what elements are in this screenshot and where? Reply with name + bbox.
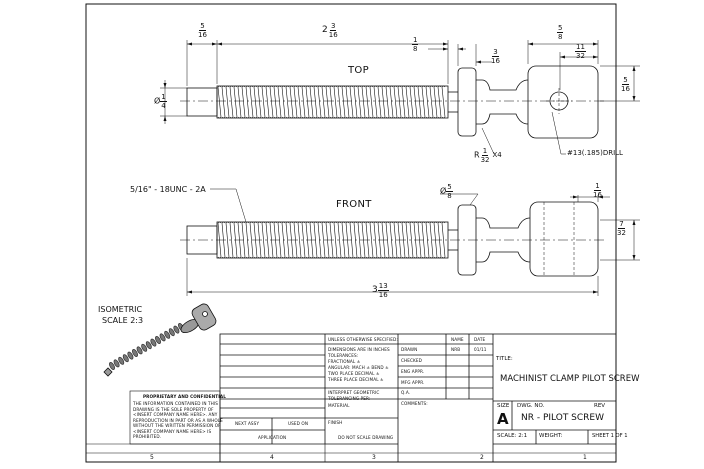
comments-label: COMMENTS: xyxy=(401,401,428,406)
drawn-date: 01/11 xyxy=(474,347,487,352)
three-place: THREE PLACE DECIMAL ± xyxy=(328,377,384,382)
thread-hatching-front xyxy=(217,221,446,259)
checked-label: CHECKED xyxy=(401,358,422,363)
weight-label: WEIGHT: xyxy=(539,433,563,439)
proprietary-line: REPRODUCTION IN PART OR AS A WHOLE xyxy=(133,417,223,423)
dwg-no-value: NR - PILOT SCREW xyxy=(521,413,605,423)
eng-label: ENG APPR. xyxy=(401,369,425,374)
sheet-label: SHEET 1 OF 1 xyxy=(592,433,628,439)
zone-number: 4 xyxy=(270,454,274,461)
drill-note: #13(.185)DRILL xyxy=(567,149,623,157)
front-view-label: FRONT xyxy=(336,199,372,210)
size-value: A xyxy=(497,410,509,428)
rev-label: REV xyxy=(594,403,606,409)
date-header: DATE xyxy=(474,337,486,342)
proprietary-line: DRAWING IS THE SOLE PROPERTY OF xyxy=(133,406,214,412)
mfg-label: MFG APPR. xyxy=(401,380,425,385)
proprietary-line: PROHIBITED. xyxy=(133,434,162,439)
two-place: TWO PLACE DECIMAL ± xyxy=(328,371,380,376)
isometric-scale-label: SCALE 2:3 xyxy=(102,316,144,325)
thread-hatching-top xyxy=(217,85,446,119)
zone-number: 3 xyxy=(372,454,376,461)
angular: ANGULAR: MACH ± BEND ± xyxy=(328,365,389,370)
isometric-view xyxy=(103,303,217,377)
proprietary-line: WITHOUT THE WRITTEN PERMISSION OF xyxy=(133,423,221,428)
next-assy: NEXT ASSY xyxy=(235,421,260,426)
drawn-label: DRAWN xyxy=(401,347,418,352)
proprietary-heading: PROPRIETARY AND CONFIDENTIAL xyxy=(143,394,227,399)
scale-label: SCALE: 2:1 xyxy=(497,433,528,439)
top-view-label: TOP xyxy=(348,65,369,76)
qa-label: Q.A. xyxy=(401,390,411,395)
dims-note: DIMENSIONS ARE IN INCHES xyxy=(328,347,390,352)
tolerances: TOLERANCES: xyxy=(328,353,359,358)
zone-number: 2 xyxy=(480,454,484,461)
title-label: TITLE: xyxy=(496,356,513,362)
thread-note: 5/16" - 18UNC - 2A xyxy=(130,185,206,194)
proprietary-line: <INSERT COMPANY NAME HERE> IS xyxy=(133,428,212,434)
title-value: MACHINIST CLAMP PILOT SCREW xyxy=(500,374,640,384)
zone-number: 5 xyxy=(150,454,154,461)
fractional: FRACTIONAL ± xyxy=(328,359,361,364)
dwg-no-label: DWG. NO. xyxy=(517,403,545,409)
zone-number: 1 xyxy=(583,454,587,461)
interpret: INTERPRET GEOMETRIC xyxy=(328,390,380,395)
finish-label: FINISH xyxy=(328,420,343,425)
isometric-label: ISOMETRIC xyxy=(98,305,143,314)
proprietary-line: THE INFORMATION CONTAINED IN THIS xyxy=(133,401,218,406)
do-not-scale: DO NOT SCALE DRAWING xyxy=(338,435,394,440)
size-label: SIZE xyxy=(497,403,510,409)
material-label: MATERIAL xyxy=(328,403,350,408)
used-on: USED ON xyxy=(288,421,309,426)
drawn-name: NRB xyxy=(451,347,461,352)
tolerancing: TOLERANCING PER: xyxy=(328,396,371,401)
unless-specified: UNLESS OTHERWISE SPECIFIED: xyxy=(328,337,398,342)
proprietary-line: <INSERT COMPANY NAME HERE>. ANY xyxy=(133,412,218,417)
name-header: NAME xyxy=(451,337,464,342)
application: APPLICATION xyxy=(258,435,287,440)
